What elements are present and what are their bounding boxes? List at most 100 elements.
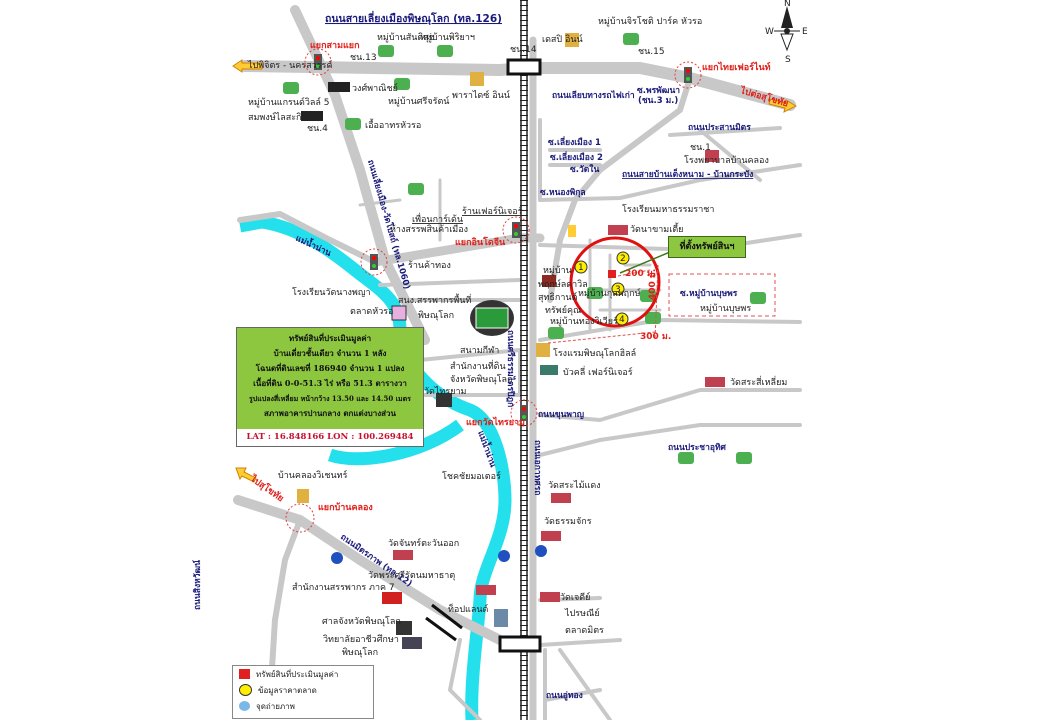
- info-line: บ้านเดี่ยวชั้นเดียว จำนวน 1 หลัง: [273, 348, 387, 358]
- label: ร้านค้าทอง: [408, 260, 451, 271]
- market-data-marker: 1: [574, 260, 588, 274]
- compass-icon: N S E W: [765, 0, 808, 65]
- market-data-marker: 2: [616, 251, 630, 265]
- label: หมู่บ้านแกรนด์วิลล์ 5: [248, 96, 330, 108]
- label: เพื่อนการ์เด้น: [412, 212, 463, 225]
- label: เดสปิ อินน์: [542, 33, 583, 45]
- coordinates: LAT : 16.848166 LON : 100.269484: [246, 432, 414, 442]
- traffic-light-icon: [502, 216, 530, 244]
- legend-item: ทรัพย์สินที่ประเมินมูลค่า: [233, 666, 373, 682]
- label: ชน.15: [638, 47, 665, 57]
- camera-point-icon: [239, 701, 250, 711]
- label: ไปรษณีย์: [564, 607, 600, 619]
- compass-s: S: [785, 55, 791, 65]
- stadium-icon: [470, 300, 514, 336]
- legend-item: ข้อมูลราคาตลาด: [233, 682, 373, 698]
- label: ห้างสรรพสินค้าเมือง: [390, 224, 468, 235]
- label: แยกอินโดจีน: [455, 236, 506, 248]
- label: เอื้ออาทรหัวรอ: [365, 118, 421, 131]
- label: ชน.14: [510, 45, 537, 55]
- arrow-upleft-icon: [235, 467, 257, 483]
- bridge-top: [506, 58, 542, 76]
- map-legend: ทรัพย์สินที่ประเมินมูลค่า ข้อมูลราคาตลาด…: [232, 665, 374, 719]
- bridge-river: [425, 603, 463, 642]
- marker-label: 1: [578, 263, 584, 273]
- building-icons: [297, 33, 579, 649]
- map-title: ถนนสายเลี่ยงเมืองพิษณุโลก (ทล.126): [325, 10, 502, 26]
- gas-station-icons: [331, 545, 547, 564]
- label: ถนนสายบ้านเต็งหนาม - บ้านกระบัง: [622, 167, 753, 180]
- label: ท็อปแลนด์: [448, 602, 489, 615]
- label: ถนนขุนพาญ: [538, 410, 584, 420]
- legend-item: จุดถ่ายภาพ: [233, 698, 373, 714]
- label: พิษณุโลก: [418, 310, 454, 321]
- label: หมู่บ้านศรีจรัตน์: [388, 95, 450, 107]
- label: หมู่บ้านทองวิเวียร์: [550, 315, 618, 327]
- marker-label: 3: [615, 285, 621, 295]
- info-line: เนื้อที่ดิน 0-0-51.3 ไร่ หรือ 51.3 ตาราง…: [253, 378, 407, 388]
- label: แยกไทยเฟอร์ไนท์: [702, 61, 771, 73]
- info-line: โฉนดที่ดินเลขที่ 186940 จำนวน 1 แปลง: [255, 363, 405, 373]
- info-line: ทรัพย์สินที่ประเมินมูลค่า: [288, 333, 372, 343]
- bridge-bottom: [498, 635, 542, 653]
- label: ซ.พรพัฒนา: [637, 85, 680, 96]
- label: สนง.สรรพากรพื้นที่: [398, 293, 471, 306]
- label: ร้านเฟอร์นิเจอร์: [462, 205, 523, 217]
- distance-label: 200 ม.: [625, 269, 656, 279]
- label: หมู่บ้านพิริยาฯ: [420, 32, 475, 43]
- label: ถนนสิงหวัฒน์: [192, 560, 203, 610]
- label: ไปพิจิตร - นครสวรรค์: [247, 59, 332, 71]
- label: ชน.1: [690, 143, 711, 153]
- arrow-left-icon: [232, 59, 263, 73]
- traffic-light-icon: [674, 61, 702, 89]
- label: พาราไดซ์ อินน์: [452, 89, 510, 101]
- label: วัดสระสี่เหลี่ยม: [730, 375, 787, 388]
- traffic-light-icon: [510, 399, 538, 427]
- info-line: สภาพอาคารปานกลาง ตกแต่งบางส่วน: [264, 408, 396, 418]
- traffic-light-icon: [304, 48, 332, 76]
- label: สุทธิกานต์: [538, 291, 578, 303]
- label: ถนนเอกาทศรถ: [532, 440, 542, 495]
- property-marker: [608, 270, 616, 278]
- traffic-light-icon: [360, 248, 388, 276]
- label: โรงเรียนวัดนางพญา: [292, 287, 371, 298]
- label: ซ.หมู่บ้านบุษพร: [680, 288, 738, 299]
- label: ตลาดมิตร: [565, 625, 604, 636]
- label: สำนักงานที่ดิน: [450, 359, 506, 372]
- distance-label: 400 ม.: [648, 269, 658, 300]
- compass-n: N: [784, 0, 791, 9]
- label: พิษณุโลก: [342, 647, 378, 658]
- label: แยกวัดไทรยาม: [466, 416, 525, 428]
- label: ทรัพย์คุณ: [545, 304, 581, 316]
- label: ถนนอู่ทอง: [546, 690, 583, 701]
- label: หมู่บ้าน: [543, 265, 572, 276]
- label: ชน.13: [350, 53, 377, 63]
- marker-label: 4: [619, 315, 625, 325]
- label: ไปต่อสุโขทัย: [738, 84, 790, 109]
- label: สนามกีฬา: [460, 345, 499, 356]
- site-location-label: ที่ตั้งทรัพย์สินฯ: [668, 236, 746, 258]
- label: ซ.วัดใน: [570, 164, 599, 175]
- label: หมู่บ้านกุลพฤกษ์: [578, 287, 641, 299]
- label: ถนนประชาอุทิศ: [668, 442, 727, 453]
- label: ตลาดหัวรอ: [350, 307, 393, 317]
- legend-label: ข้อมูลราคาตลาด: [258, 685, 317, 695]
- village-icons: [283, 33, 766, 464]
- label: ถนนศรีธรรมไตรปิฎก: [505, 330, 516, 407]
- legend-label: ทรัพย์สินที่ประเมินมูลค่า: [256, 669, 339, 679]
- river-branch: [327, 419, 464, 466]
- busaporn-area: [668, 273, 776, 317]
- label: ซ.เลี่ยงเมือง 2: [550, 150, 603, 163]
- label: สมพงษ์ไลสะกิจ: [248, 111, 307, 123]
- label: โชคชัยมอเตอร์: [442, 470, 501, 482]
- label: พฤกษ์ลดาวิล: [538, 278, 588, 290]
- label: ศาลจังหวัดพิษณุโลก: [322, 616, 401, 627]
- distance-label: 300 ม.: [640, 332, 671, 342]
- label: ถนนเลียบทางรถไฟเก่า: [552, 90, 635, 101]
- label: แยกบ้านคลอง: [318, 502, 373, 513]
- label: วัดเจดีย์: [560, 591, 590, 603]
- label: วัดจันทร์ตะวันออก: [388, 537, 459, 549]
- label: วัดธรรมจักร: [544, 517, 592, 527]
- site-pointer: [619, 251, 671, 274]
- label: ซ.เลี่ยงเมือง 1: [548, 135, 601, 148]
